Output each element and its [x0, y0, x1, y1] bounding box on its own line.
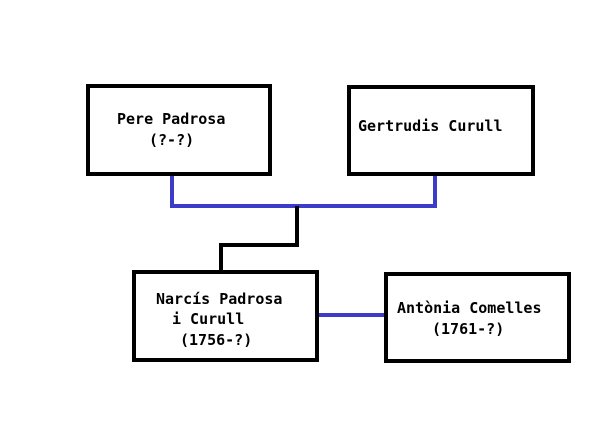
- descent-link-line: [219, 206, 299, 270]
- person-box-spouse: Antònia Comelles (1761-?): [384, 272, 571, 363]
- mother-name: Gertrudis Curull: [358, 117, 503, 135]
- father-dates: (?-?): [149, 131, 195, 149]
- child-name-line1: Narcís Padrosa: [156, 290, 283, 308]
- person-box-mother: Gertrudis Curull: [347, 85, 535, 176]
- person-box-child: Narcís Padrosa i Curull (1756-?): [132, 270, 319, 362]
- father-name: Pere Padrosa: [117, 110, 226, 128]
- child-dates: (1756-?): [180, 331, 253, 349]
- person-box-father: Pere Padrosa (?-?): [86, 84, 272, 176]
- spouse-dates: (1761-?): [432, 320, 505, 338]
- child-name-line2: i Curull: [172, 310, 245, 328]
- parents-link-line: [170, 176, 437, 208]
- spouse-name: Antònia Comelles: [397, 299, 542, 317]
